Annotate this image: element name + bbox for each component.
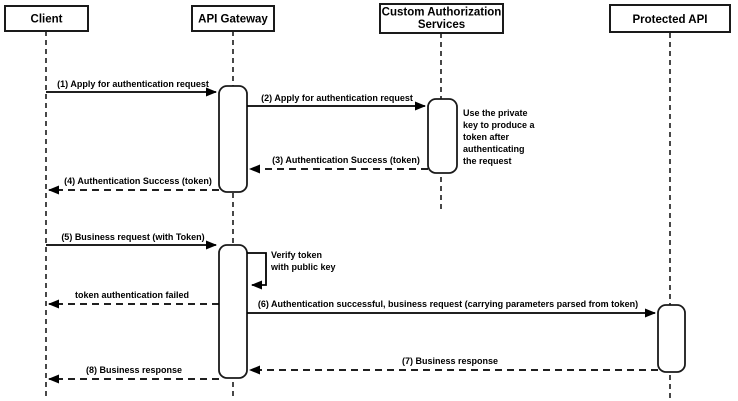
participant-custom-authorization-services-label-line2: Services — [418, 19, 465, 31]
participant-client: Client — [4, 5, 89, 32]
message-8-label: (8) Business response — [86, 365, 182, 375]
participant-custom-authorization-services: Custom Authorization Services — [379, 3, 504, 34]
message-4-label: (4) Authentication Success (token) — [64, 176, 212, 186]
message-7: (7) Business response — [249, 356, 658, 375]
activation-custom-authorization-services — [427, 98, 458, 174]
participant-client-label: Client — [31, 14, 63, 26]
participant-protected-api-label: Protected API — [633, 14, 708, 26]
participant-client-box — [4, 5, 89, 32]
message-token-auth-failed-label: token authentication failed — [75, 290, 189, 300]
note-line-4: authenticating — [463, 144, 525, 154]
message-3: (3) Authentication Success (token) — [249, 155, 428, 174]
self-message-label-line2: with public key — [270, 262, 336, 272]
note-line-3: token after — [463, 132, 510, 142]
participant-protected-api: Protected API — [609, 4, 731, 33]
participant-api-gateway: API Gateway — [191, 5, 275, 32]
activation-api-gateway-business — [218, 244, 248, 379]
activation-protected-api — [657, 304, 686, 373]
message-2: (2) Apply for authentication request — [247, 93, 426, 111]
note-line-5: the request — [463, 156, 512, 166]
participant-protected-api-box — [609, 4, 731, 33]
note-line-2: key to produce a — [463, 120, 536, 130]
message-5-label: (5) Business request (with Token) — [61, 232, 204, 242]
message-1-label: (1) Apply for authentication request — [57, 79, 209, 89]
message-1: (1) Apply for authentication request — [46, 79, 217, 97]
message-5: (5) Business request (with Token) — [46, 232, 217, 250]
participant-api-gateway-label: API Gateway — [198, 14, 268, 26]
participant-custom-authorization-services-label-line1: Custom Authorization — [382, 7, 502, 19]
message-3-label: (3) Authentication Success (token) — [272, 155, 420, 165]
participant-custom-authorization-services-box — [379, 3, 504, 34]
message-6: (6) Authentication successful, business … — [247, 299, 656, 318]
self-message-verify-token: Verify token with public key — [247, 250, 336, 290]
message-4: (4) Authentication Success (token) — [48, 176, 219, 195]
message-2-label: (2) Apply for authentication request — [261, 93, 413, 103]
message-7-label: (7) Business response — [402, 356, 498, 366]
note-private-key: Use the private key to produce a token a… — [463, 108, 536, 166]
message-8: (8) Business response — [48, 365, 219, 384]
participant-api-gateway-box — [191, 5, 275, 32]
note-line-1: Use the private — [463, 108, 528, 118]
self-message-arrow — [247, 252, 267, 290]
self-message-label-line1: Verify token — [271, 250, 322, 260]
activation-api-gateway-auth — [218, 85, 248, 193]
message-6-label: (6) Authentication successful, business … — [258, 299, 638, 309]
message-token-auth-failed: token authentication failed — [48, 290, 219, 309]
